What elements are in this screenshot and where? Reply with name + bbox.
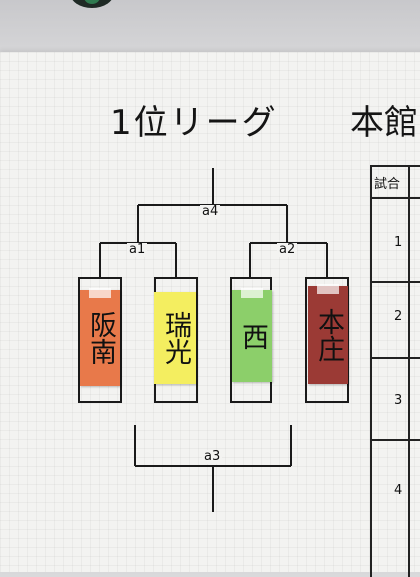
- table-row-divider: [372, 197, 420, 199]
- table-header: 試合: [374, 177, 401, 192]
- background-wall: [0, 0, 420, 60]
- magnet: [70, 0, 114, 8]
- card-clip: [317, 284, 339, 294]
- team-card-zuiko: 瑞光: [154, 292, 196, 384]
- card-clip: [89, 288, 111, 298]
- match-label-a2: a2: [277, 242, 298, 257]
- match-label-a1: a1: [127, 242, 148, 257]
- card-clip: [241, 288, 263, 298]
- match-table: 試合 1 2 3 4: [370, 165, 420, 577]
- page-title: 1位リーグ: [110, 103, 278, 143]
- bracket-lines: [78, 168, 349, 512]
- table-row-divider: [372, 281, 420, 283]
- team-name: 西: [237, 322, 268, 350]
- table-row-divider: [372, 357, 420, 359]
- magnet-center: [84, 0, 100, 4]
- team-card-nishi: 西: [232, 288, 272, 382]
- table-row-divider: [372, 439, 420, 441]
- venue-title: 本館: [350, 103, 418, 143]
- team-card-honjo: 本庄: [308, 284, 348, 384]
- team-card-hannan: 阪南: [80, 288, 120, 386]
- team-name: 阪南: [85, 311, 116, 365]
- table-row-number: 2: [394, 309, 403, 324]
- team-name: 本庄: [313, 308, 344, 362]
- table-row-number: 4: [394, 483, 403, 498]
- table-row-number: 1: [394, 235, 403, 250]
- team-name: 瑞光: [160, 311, 191, 365]
- bracket-sheet: [0, 52, 420, 572]
- table-row-number: 3: [394, 393, 403, 408]
- match-label-a4: a4: [200, 204, 221, 219]
- match-label-a3: a3: [202, 449, 223, 464]
- table-column-divider: [408, 167, 410, 577]
